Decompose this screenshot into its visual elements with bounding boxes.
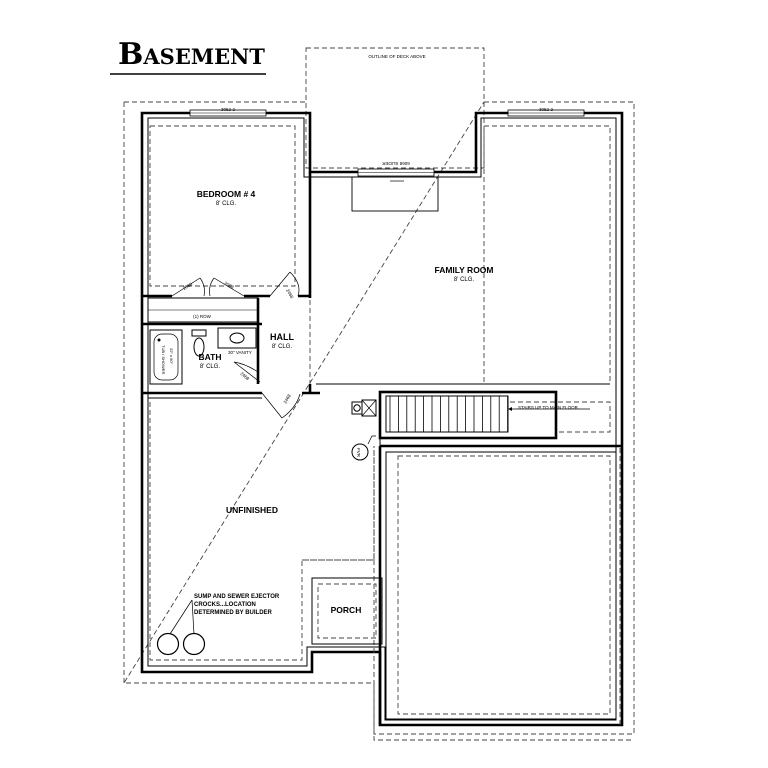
window-top-left: 3052-2 <box>189 107 267 117</box>
sliding-door-label: 6068 SLIDER <box>381 161 409 166</box>
stairs: STAIRS UP TO MAIN FLOOR <box>378 390 611 440</box>
toilet-tank <box>191 329 207 337</box>
mechanical: FVR <box>351 399 377 461</box>
toilet-bowl <box>193 337 205 357</box>
bedroom-dashed <box>149 125 296 287</box>
family-room-ceiling: 8' CLG. <box>454 277 474 283</box>
closet-door-left-label: 2068 <box>182 281 194 291</box>
window-top-left-label: 3052-2 <box>221 107 236 112</box>
tub-shower <box>149 329 183 385</box>
family-room-name: FAMILY ROOM <box>434 265 493 275</box>
vanity <box>217 327 257 349</box>
sump-note: SUMP AND SEWER EJECTOR CROCKS...LOCATION… <box>156 594 280 656</box>
furnace <box>361 399 377 417</box>
hall-closet-door-label: 2468 <box>285 288 295 300</box>
porch-inner <box>317 583 377 639</box>
bath-name: BATH <box>199 352 222 362</box>
sump-note-line-1: SUMP AND SEWER EJECTOR <box>194 594 280 600</box>
garage-foundation-inner <box>385 451 617 720</box>
porch-outer <box>311 577 383 645</box>
unfinished-door: 2468 <box>261 392 301 419</box>
unfinished-door-label: 2468 <box>283 393 293 405</box>
fvr-label: FVR <box>356 448 361 458</box>
bath-walls <box>142 298 262 384</box>
window-top-right-label: 3052-2 <box>539 107 554 112</box>
tub-size-label: 32" x 60" <box>169 348 174 365</box>
unfinished-name: UNFINISHED <box>226 505 278 515</box>
plan-title: Basement <box>118 37 265 72</box>
stairs-dashed <box>510 401 611 433</box>
tub-label: TUB / SHOWER <box>161 345 166 374</box>
sump-crock <box>156 632 180 656</box>
sink <box>229 332 245 344</box>
stair-treads <box>389 396 509 432</box>
family-dashed-right <box>483 125 611 385</box>
bath-door-label: 2468 <box>239 371 250 382</box>
hall-name: HALL <box>270 332 294 342</box>
row-label: (1) ROW <box>193 314 212 319</box>
garage-dashed <box>397 455 611 715</box>
fvr-unit <box>351 443 369 461</box>
bedroom-closet-doors: 2068 2068 <box>171 277 245 297</box>
unfinished-dashed <box>149 402 375 661</box>
bath-fixtures: TUB / SHOWER 32" x 60" 30" VANITY <box>149 327 257 385</box>
hall-ceiling: 8' CLG. <box>272 344 292 350</box>
garage-dashed-lower <box>373 560 634 741</box>
bedroom-ceiling: 8' CLG. <box>216 201 236 207</box>
deck-outline <box>305 47 485 169</box>
hall-closet-door: 2468 <box>269 271 300 300</box>
sewer-ejector-crock <box>182 632 206 656</box>
stairs-label: STAIRS UP TO MAIN FLOOR <box>518 405 579 410</box>
bedroom-wall <box>142 172 312 298</box>
closet-door-right-label: 2068 <box>224 281 236 291</box>
unfinished-right-dashed <box>302 446 375 561</box>
bath-ceiling: 8' CLG. <box>200 364 220 370</box>
porch-name: PORCH <box>331 605 362 615</box>
exterior-wall-inner <box>147 117 617 721</box>
bedroom-name: BEDROOM # 4 <box>197 189 256 199</box>
sump-note-line-3: DETERMINED BY BUILDER <box>194 610 273 616</box>
sump-note-line-2: CROCKS...LOCATION <box>194 602 256 608</box>
bath-door: 2468 <box>233 361 261 383</box>
vanity-label: 30" VANITY <box>228 350 252 355</box>
window-top-right: 3052-2 <box>507 107 585 117</box>
deck-note: OUTLINE OF DECK ABOVE <box>368 54 425 59</box>
garage-dashed-outer <box>390 445 621 728</box>
garage-foundation-wall <box>378 444 622 725</box>
sliding-door: 6068 SLIDER <box>351 161 439 212</box>
